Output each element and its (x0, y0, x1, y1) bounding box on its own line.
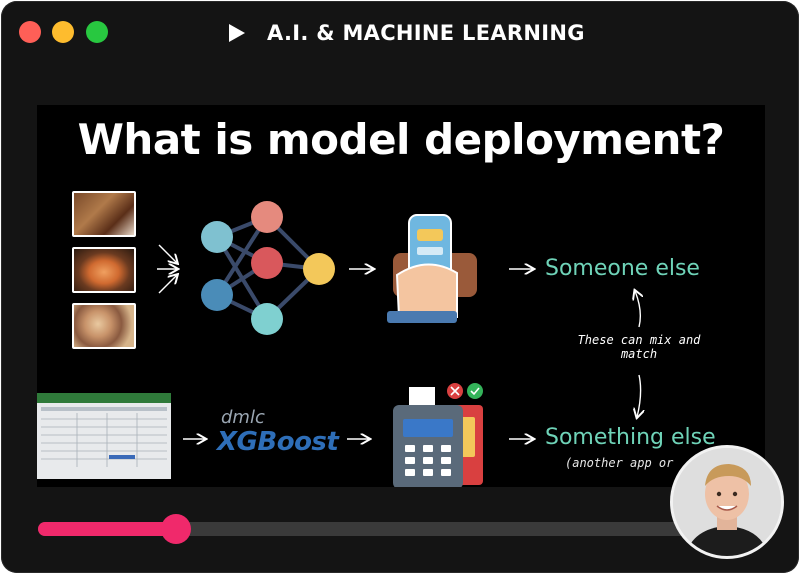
seek-progress (38, 522, 177, 536)
spreadsheet-icon (37, 393, 171, 479)
slide-title: What is model deployment? (77, 115, 725, 164)
food-photo-pizza (72, 303, 136, 349)
window-title-group: A.I. & MACHINE LEARNING (229, 17, 585, 49)
minimize-window-button[interactable] (52, 21, 74, 43)
mix-match-note: These can mix and match (577, 333, 701, 361)
phone-in-hand-icon (387, 214, 477, 323)
bottom-output-label: Something else (545, 425, 716, 450)
presenter-avatar (670, 445, 784, 559)
mix-match-arrows (635, 291, 641, 417)
play-icon[interactable] (229, 24, 245, 42)
neural-network-icon (201, 201, 335, 335)
food-photo-salmon (72, 247, 136, 293)
presenter-face (673, 448, 781, 556)
seek-handle[interactable] (161, 514, 192, 544)
title-bar: A.I. & MACHINE LEARNING (1, 1, 799, 65)
input-arrows (157, 244, 177, 294)
video-frame[interactable]: What is model deployment? (37, 105, 765, 487)
window-title: A.I. & MACHINE LEARNING (267, 21, 585, 45)
food-photo-steak (72, 191, 136, 237)
xgboost-logo: XGBoost (217, 427, 339, 457)
close-window-button[interactable] (19, 21, 41, 43)
top-output-label: Someone else (545, 256, 700, 281)
payment-terminal-icon (393, 383, 483, 487)
dmlc-label: dmlc (221, 407, 265, 428)
slide-diagram (37, 201, 765, 487)
seek-bar[interactable] (38, 514, 766, 544)
bottom-output-note: (another app or (565, 456, 674, 470)
seek-track[interactable] (38, 522, 766, 536)
maximize-window-button[interactable] (86, 21, 108, 43)
